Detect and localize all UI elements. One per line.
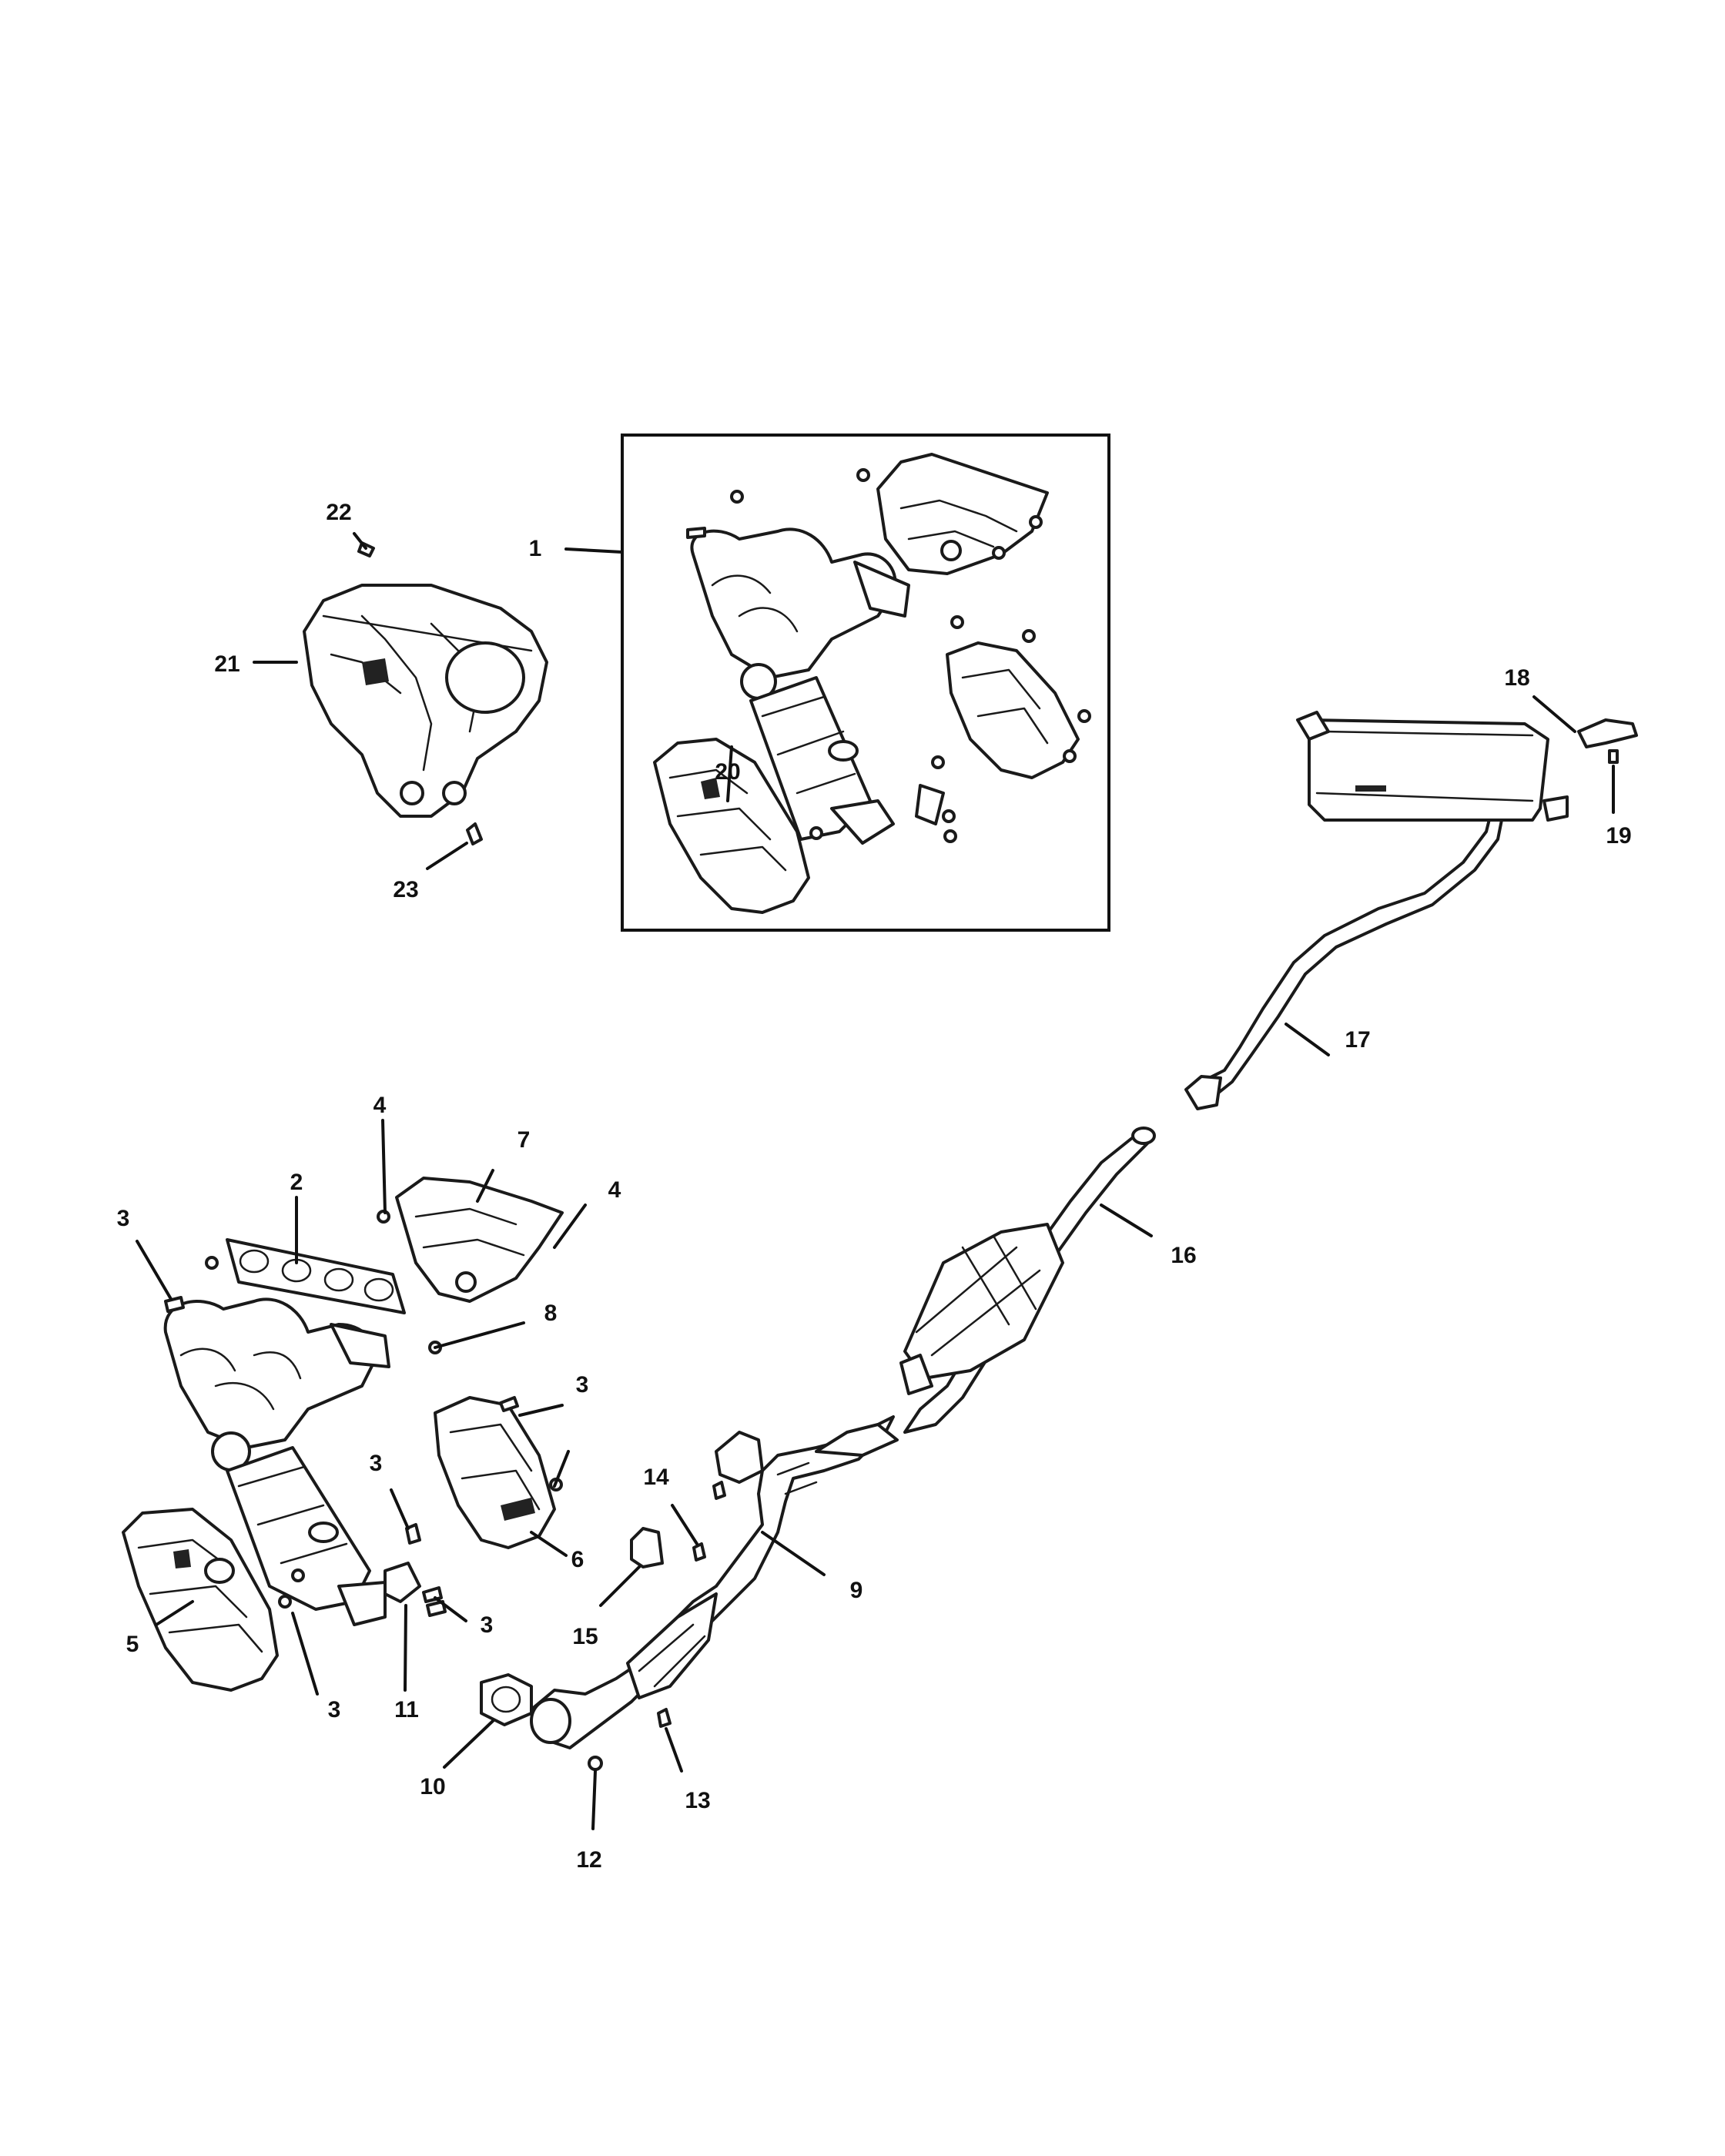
callout-8: 8 [544,1301,558,1326]
callout-19: 19 [1606,823,1631,849]
isolator-20 [715,1431,764,1484]
manifold-heat-shield-21 [303,584,548,818]
isolator-15 [630,1527,664,1568]
gasket-10 [480,1673,533,1726]
callout-9: 9 [850,1578,863,1603]
callout-6: 6 [571,1547,584,1572]
callout-2: 2 [290,1170,303,1195]
box-fasteners [686,468,1091,843]
callout-5: 5 [126,1632,139,1657]
left-fasteners [164,1210,563,1617]
leader-lines [136,532,1615,1830]
exhaust-manifold-converter [163,1297,390,1626]
stud-13 [657,1708,672,1728]
resonator-pipe-16 [899,1127,1156,1434]
hanger-18 [1577,718,1638,748]
upper-heat-shield-7 [395,1177,564,1303]
callout-10: 10 [420,1774,445,1799]
callout-3c: 3 [370,1451,383,1476]
callout-13: 13 [685,1788,710,1813]
bolt-14 [712,1481,726,1500]
callout-18: 18 [1504,665,1529,691]
callout-11: 11 [394,1697,419,1722]
muffler-tailpipe-17 [1184,711,1569,1110]
callout-3a: 3 [117,1206,130,1231]
box-manifold-assembly [690,527,945,845]
box-converter-heat-shield [653,738,810,914]
callout-22: 22 [326,500,351,525]
heat-shield-6 [434,1396,556,1549]
bolt-23 [466,822,483,845]
assembly-box [621,434,1110,932]
callout-14: 14 [643,1465,669,1490]
box-upper-heat-shield [876,453,1049,575]
callout-3d: 3 [481,1612,494,1638]
callout-3e: 3 [328,1697,341,1722]
callout-15: 15 [572,1624,598,1649]
callout-4a: 4 [373,1093,387,1118]
callout-16: 16 [1171,1243,1196,1268]
callout-7: 7 [518,1127,531,1153]
bolt-19 [1608,749,1619,764]
callout-23: 23 [393,877,418,902]
bolt-14b [692,1542,706,1562]
callout-12: 12 [576,1847,601,1873]
manifold-gasket-2 [226,1238,406,1314]
box-lower-heat-shield [946,641,1080,779]
callout-20: 20 [715,759,740,785]
callout-4b: 4 [608,1177,621,1203]
callout-1: 1 [529,536,542,561]
callout-labels: 1 2 3 3 3 3 3 4 4 5 6 7 8 9 10 11 12 13 … [117,500,1632,1873]
lower-heat-shield-5 [122,1508,279,1692]
front-pipe-converter-9 [530,1415,899,1749]
callout-3b: 3 [576,1372,589,1398]
nut-12 [588,1756,603,1771]
callout-17: 17 [1345,1027,1370,1053]
bracket-11 [384,1562,421,1603]
callout-21: 21 [214,651,239,677]
